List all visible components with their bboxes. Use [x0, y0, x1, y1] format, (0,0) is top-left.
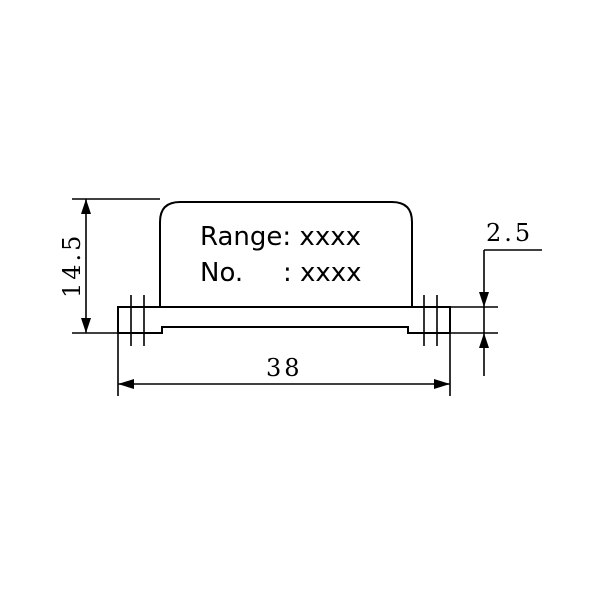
thickness-arrow-top: [479, 292, 489, 307]
width-arrow-right: [434, 379, 450, 389]
number-label-value: : xxxx: [283, 258, 362, 288]
thickness-dimension-label: 2.5: [486, 219, 533, 247]
width-dimension-label: 38: [266, 354, 303, 382]
height-arrow-bottom: [81, 318, 91, 333]
number-label-prefix: No.: [200, 258, 243, 288]
height-arrow-top: [81, 199, 91, 214]
base-flange-outline: [117, 306, 451, 334]
component-body-outline: [159, 201, 413, 307]
range-label: Range: xxxx: [200, 222, 361, 252]
thickness-arrow-bottom: [479, 333, 489, 348]
width-arrow-left: [118, 379, 134, 389]
height-dimension-label: 14.5: [58, 233, 86, 298]
